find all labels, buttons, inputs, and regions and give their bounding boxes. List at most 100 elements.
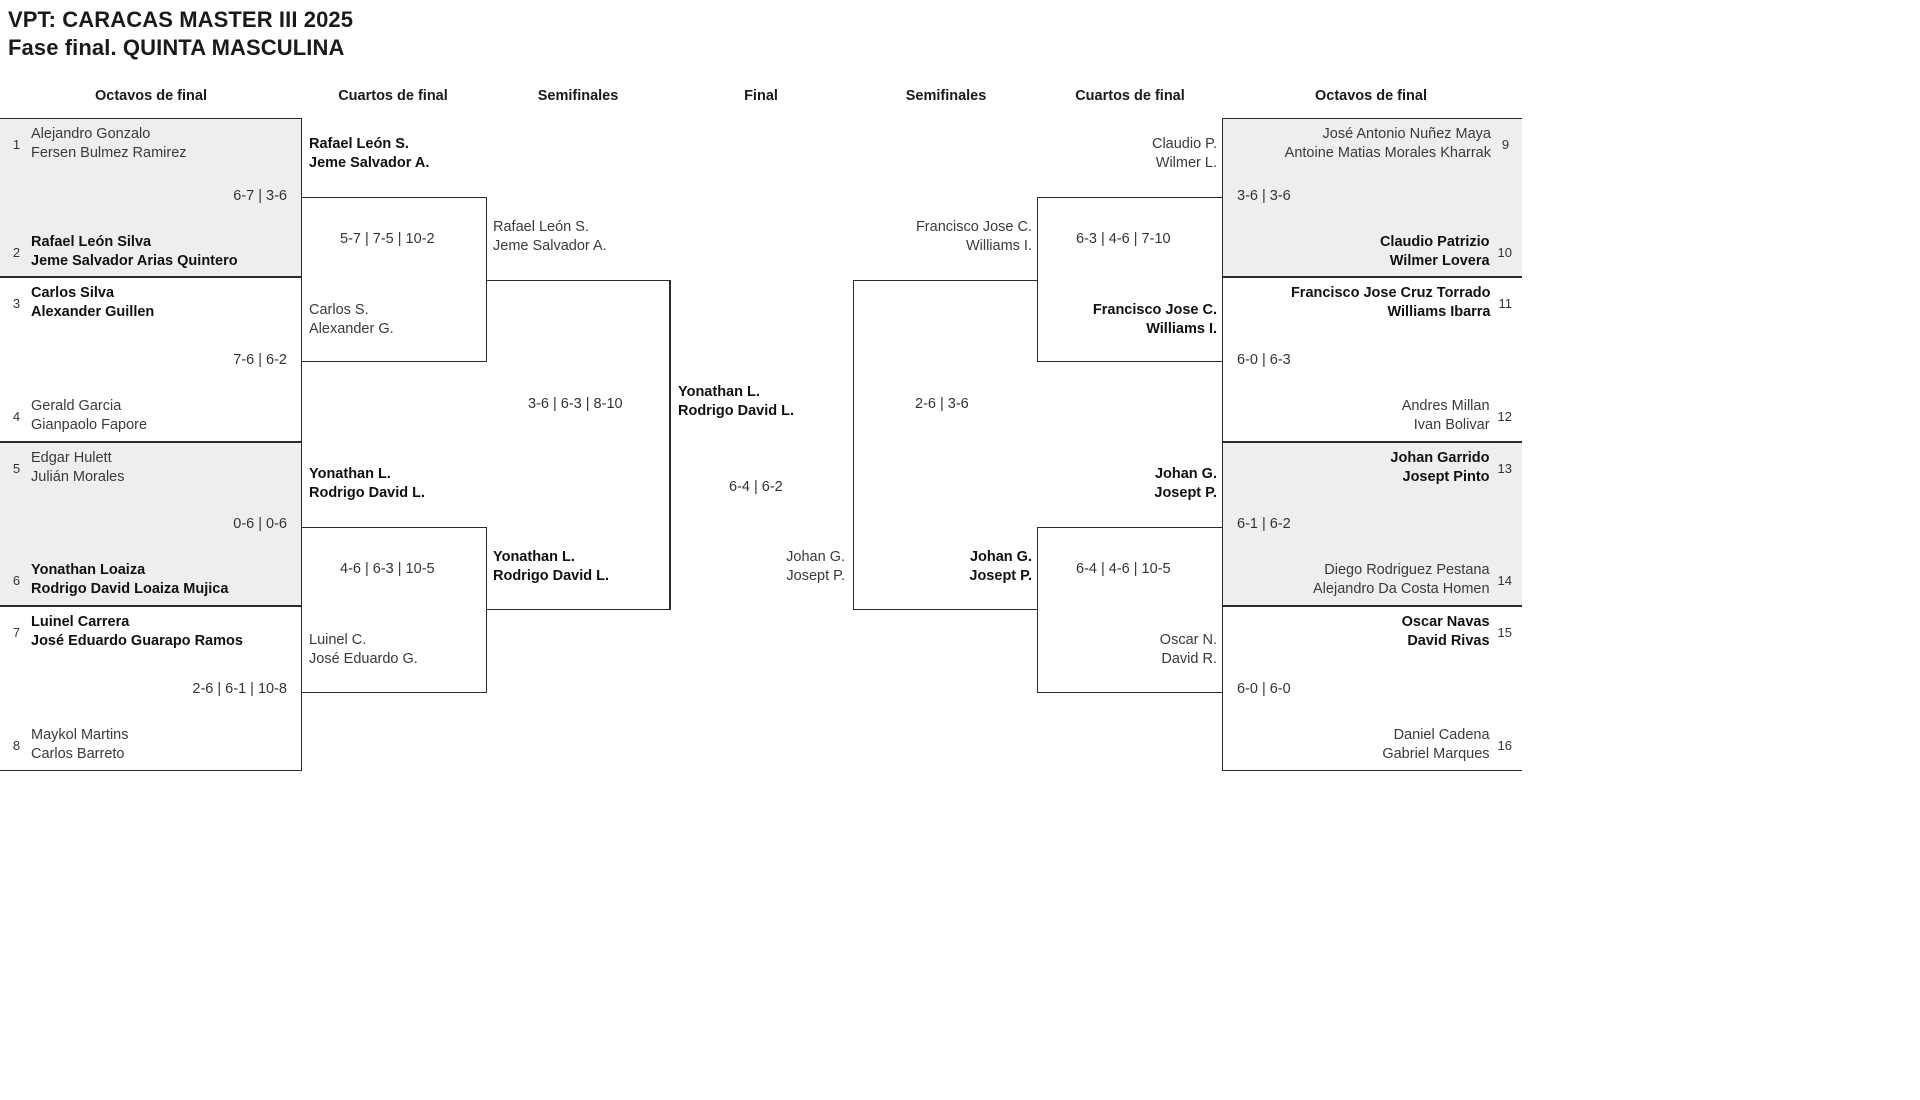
advancing-team-left-cuartos-1-bottom[interactable]: Carlos S. Alexander G. bbox=[309, 301, 484, 339]
round-header-semis-right: Semifinales bbox=[905, 88, 987, 104]
player-1: Oscar N. bbox=[1159, 632, 1217, 648]
team-seed-12[interactable]: 12 Andres Millan Ivan Bolivar bbox=[1402, 397, 1512, 435]
advancing-team-right-cuartos-2-top[interactable]: Johan G. Josept P. bbox=[1040, 465, 1217, 503]
match-score-right-semifinal: 2-6 | 3-6 bbox=[915, 396, 969, 412]
team-seed-11[interactable]: 11 Francisco Jose Cruz Torrado Williams … bbox=[1291, 284, 1512, 322]
advancing-team-left-semifinal-bottom[interactable]: Yonathan L. Rodrigo David L. bbox=[493, 548, 673, 586]
seed-number: 5 bbox=[12, 461, 21, 476]
team-seed-4[interactable]: 4 Gerald Garcia Gianpaolo Fapore bbox=[10, 397, 147, 435]
player-1: Yonathan L. bbox=[678, 384, 760, 400]
match-score: 6-0 | 6-0 bbox=[1237, 681, 1291, 697]
player-2: Alexander G. bbox=[309, 321, 394, 337]
match-box-left-octavos-3[interactable]: 5 Edgar Hulett Julián Morales 0-6 | 0-6 … bbox=[0, 442, 302, 606]
player-1: Rafael León S. bbox=[309, 136, 409, 152]
match-box-left-octavos-1[interactable]: 1 Alejandro Gonzalo Fersen Bulmez Ramire… bbox=[0, 118, 302, 277]
player-2: Rodrigo David L. bbox=[678, 403, 794, 419]
player-2: Josept P. bbox=[786, 568, 845, 584]
player-1: Francisco Jose C. bbox=[1092, 302, 1217, 318]
match-box-right-octavos-2[interactable]: 11 Francisco Jose Cruz Torrado Williams … bbox=[1222, 277, 1522, 442]
team-names: Diego Rodriguez Pestana Alejandro Da Cos… bbox=[1313, 561, 1490, 599]
player-2: Gabriel Marques bbox=[1382, 746, 1490, 762]
player-2: Williams Ibarra bbox=[1387, 304, 1491, 320]
player-2: Rodrigo David L. bbox=[493, 568, 609, 584]
match-score: 6-1 | 6-2 bbox=[1237, 516, 1291, 532]
player-1: Maykol Martins bbox=[31, 727, 129, 743]
player-2: David Rivas bbox=[1407, 633, 1490, 649]
team-seed-8[interactable]: 8 Maykol Martins Carlos Barreto bbox=[10, 726, 129, 764]
match-score-left-cuartos-1: 5-7 | 7-5 | 10-2 bbox=[340, 231, 435, 247]
final-runner-up[interactable]: Johan G. Josept P. bbox=[678, 548, 845, 586]
player-2: Alexander Guillen bbox=[31, 304, 155, 320]
player-2: Alejandro Da Costa Homen bbox=[1313, 581, 1490, 597]
player-1: Daniel Cadena bbox=[1393, 727, 1490, 743]
team-names: Maykol Martins Carlos Barreto bbox=[31, 726, 129, 764]
team-names: Alejandro Gonzalo Fersen Bulmez Ramirez bbox=[31, 125, 187, 163]
match-score: 2-6 | 6-1 | 10-8 bbox=[192, 681, 287, 697]
advancing-team-right-semifinal-top[interactable]: Francisco Jose C. Williams I. bbox=[850, 218, 1032, 256]
team-seed-14[interactable]: 14 Diego Rodriguez Pestana Alejandro Da … bbox=[1313, 561, 1512, 599]
team-names: Rafael León Silva Jeme Salvador Arias Qu… bbox=[31, 233, 238, 271]
match-score: 6-0 | 6-3 bbox=[1237, 352, 1291, 368]
match-box-right-octavos-4[interactable]: 15 Oscar Navas David Rivas 6-0 | 6-0 16 … bbox=[1222, 606, 1522, 771]
player-2: Williams I. bbox=[1146, 321, 1217, 337]
seed-number: 11 bbox=[1498, 296, 1513, 311]
advancing-team-right-cuartos-1-top[interactable]: Claudio P. Wilmer L. bbox=[1040, 135, 1217, 173]
match-score-left-cuartos-2: 4-6 | 6-3 | 10-5 bbox=[340, 561, 435, 577]
team-seed-10[interactable]: 10 Claudio Patrizio Wilmer Lovera bbox=[1380, 233, 1512, 271]
team-seed-9[interactable]: 9 José Antonio Nuñez Maya Antoine Matias… bbox=[1285, 125, 1512, 163]
connector-left-semifinal bbox=[487, 280, 670, 610]
connector-left-cuartos-1 bbox=[302, 197, 487, 362]
player-1: Carlos Silva bbox=[31, 285, 115, 301]
seed-number: 4 bbox=[12, 409, 21, 424]
team-seed-2[interactable]: 2 Rafael León Silva Jeme Salvador Arias … bbox=[10, 233, 238, 271]
team-seed-1[interactable]: 1 Alejandro Gonzalo Fersen Bulmez Ramire… bbox=[10, 125, 187, 163]
seed-number: 16 bbox=[1497, 738, 1512, 753]
player-1: Diego Rodriguez Pestana bbox=[1324, 562, 1490, 578]
match-box-left-octavos-2[interactable]: 3 Carlos Silva Alexander Guillen 7-6 | 6… bbox=[0, 277, 302, 442]
player-1: Carlos S. bbox=[309, 302, 369, 318]
team-seed-7[interactable]: 7 Luinel Carrera José Eduardo Guarapo Ra… bbox=[10, 613, 243, 651]
team-names: Francisco Jose Cruz Torrado Williams Iba… bbox=[1291, 284, 1491, 322]
tournament-phase: Fase final. QUINTA MASCULINA bbox=[8, 35, 345, 60]
team-seed-16[interactable]: 16 Daniel Cadena Gabriel Marques bbox=[1382, 726, 1512, 764]
seed-number: 2 bbox=[12, 245, 21, 260]
player-1: Yonathan Loaiza bbox=[31, 562, 146, 578]
advancing-team-left-cuartos-1-top[interactable]: Rafael León S. Jeme Salvador A. bbox=[309, 135, 484, 173]
advancing-team-left-semifinal-top[interactable]: Rafael León S. Jeme Salvador A. bbox=[493, 218, 673, 256]
advancing-team-right-semifinal-bottom[interactable]: Johan G. Josept P. bbox=[850, 548, 1032, 586]
team-seed-15[interactable]: 15 Oscar Navas David Rivas bbox=[1402, 613, 1512, 651]
team-names: Daniel Cadena Gabriel Marques bbox=[1382, 726, 1489, 764]
team-names: Andres Millan Ivan Bolivar bbox=[1402, 397, 1490, 435]
match-box-right-octavos-3[interactable]: 13 Johan Garrido Josept Pinto 6-1 | 6-2 … bbox=[1222, 442, 1522, 606]
match-score: 0-6 | 0-6 bbox=[233, 516, 287, 532]
connector-right-cuartos-2 bbox=[1037, 527, 1222, 693]
player-1: Francisco Jose C. bbox=[915, 219, 1032, 235]
player-1: Rafael León Silva bbox=[31, 234, 152, 250]
seed-number: 10 bbox=[1497, 245, 1512, 260]
player-2: Josept P. bbox=[1154, 485, 1217, 501]
team-seed-5[interactable]: 5 Edgar Hulett Julián Morales bbox=[10, 449, 125, 487]
advancing-team-right-cuartos-1-bottom[interactable]: Francisco Jose C. Williams I. bbox=[1040, 301, 1217, 339]
advancing-team-right-cuartos-2-bottom[interactable]: Oscar N. David R. bbox=[1040, 631, 1217, 669]
player-1: Oscar Navas bbox=[1401, 614, 1490, 630]
team-names: Edgar Hulett Julián Morales bbox=[31, 449, 125, 487]
team-seed-3[interactable]: 3 Carlos Silva Alexander Guillen bbox=[10, 284, 154, 322]
match-box-left-octavos-4[interactable]: 7 Luinel Carrera José Eduardo Guarapo Ra… bbox=[0, 606, 302, 771]
player-2: Gianpaolo Fapore bbox=[31, 417, 148, 433]
team-names: Luinel Carrera José Eduardo Guarapo Ramo… bbox=[31, 613, 243, 651]
seed-number: 6 bbox=[12, 573, 21, 588]
match-score-final: 6-4 | 6-2 bbox=[729, 479, 783, 495]
player-1: Gerald Garcia bbox=[31, 398, 122, 414]
team-names: Claudio Patrizio Wilmer Lovera bbox=[1380, 233, 1490, 271]
match-box-right-octavos-1[interactable]: 9 José Antonio Nuñez Maya Antoine Matias… bbox=[1222, 118, 1522, 277]
player-1: Johan G. bbox=[1154, 466, 1217, 482]
advancing-team-left-cuartos-2-top[interactable]: Yonathan L. Rodrigo David L. bbox=[309, 465, 484, 503]
final-champion[interactable]: Yonathan L. Rodrigo David L. bbox=[678, 383, 858, 421]
advancing-team-left-cuartos-2-bottom[interactable]: Luinel C. José Eduardo G. bbox=[309, 631, 484, 669]
player-2: José Eduardo Guarapo Ramos bbox=[31, 633, 243, 649]
team-seed-13[interactable]: 13 Johan Garrido Josept Pinto bbox=[1390, 449, 1512, 487]
team-seed-6[interactable]: 6 Yonathan Loaiza Rodrigo David Loaiza M… bbox=[10, 561, 229, 599]
seed-number: 3 bbox=[12, 296, 21, 311]
connector-right-semifinal bbox=[853, 280, 1037, 610]
player-2: Rodrigo David Loaiza Mujica bbox=[31, 581, 229, 597]
